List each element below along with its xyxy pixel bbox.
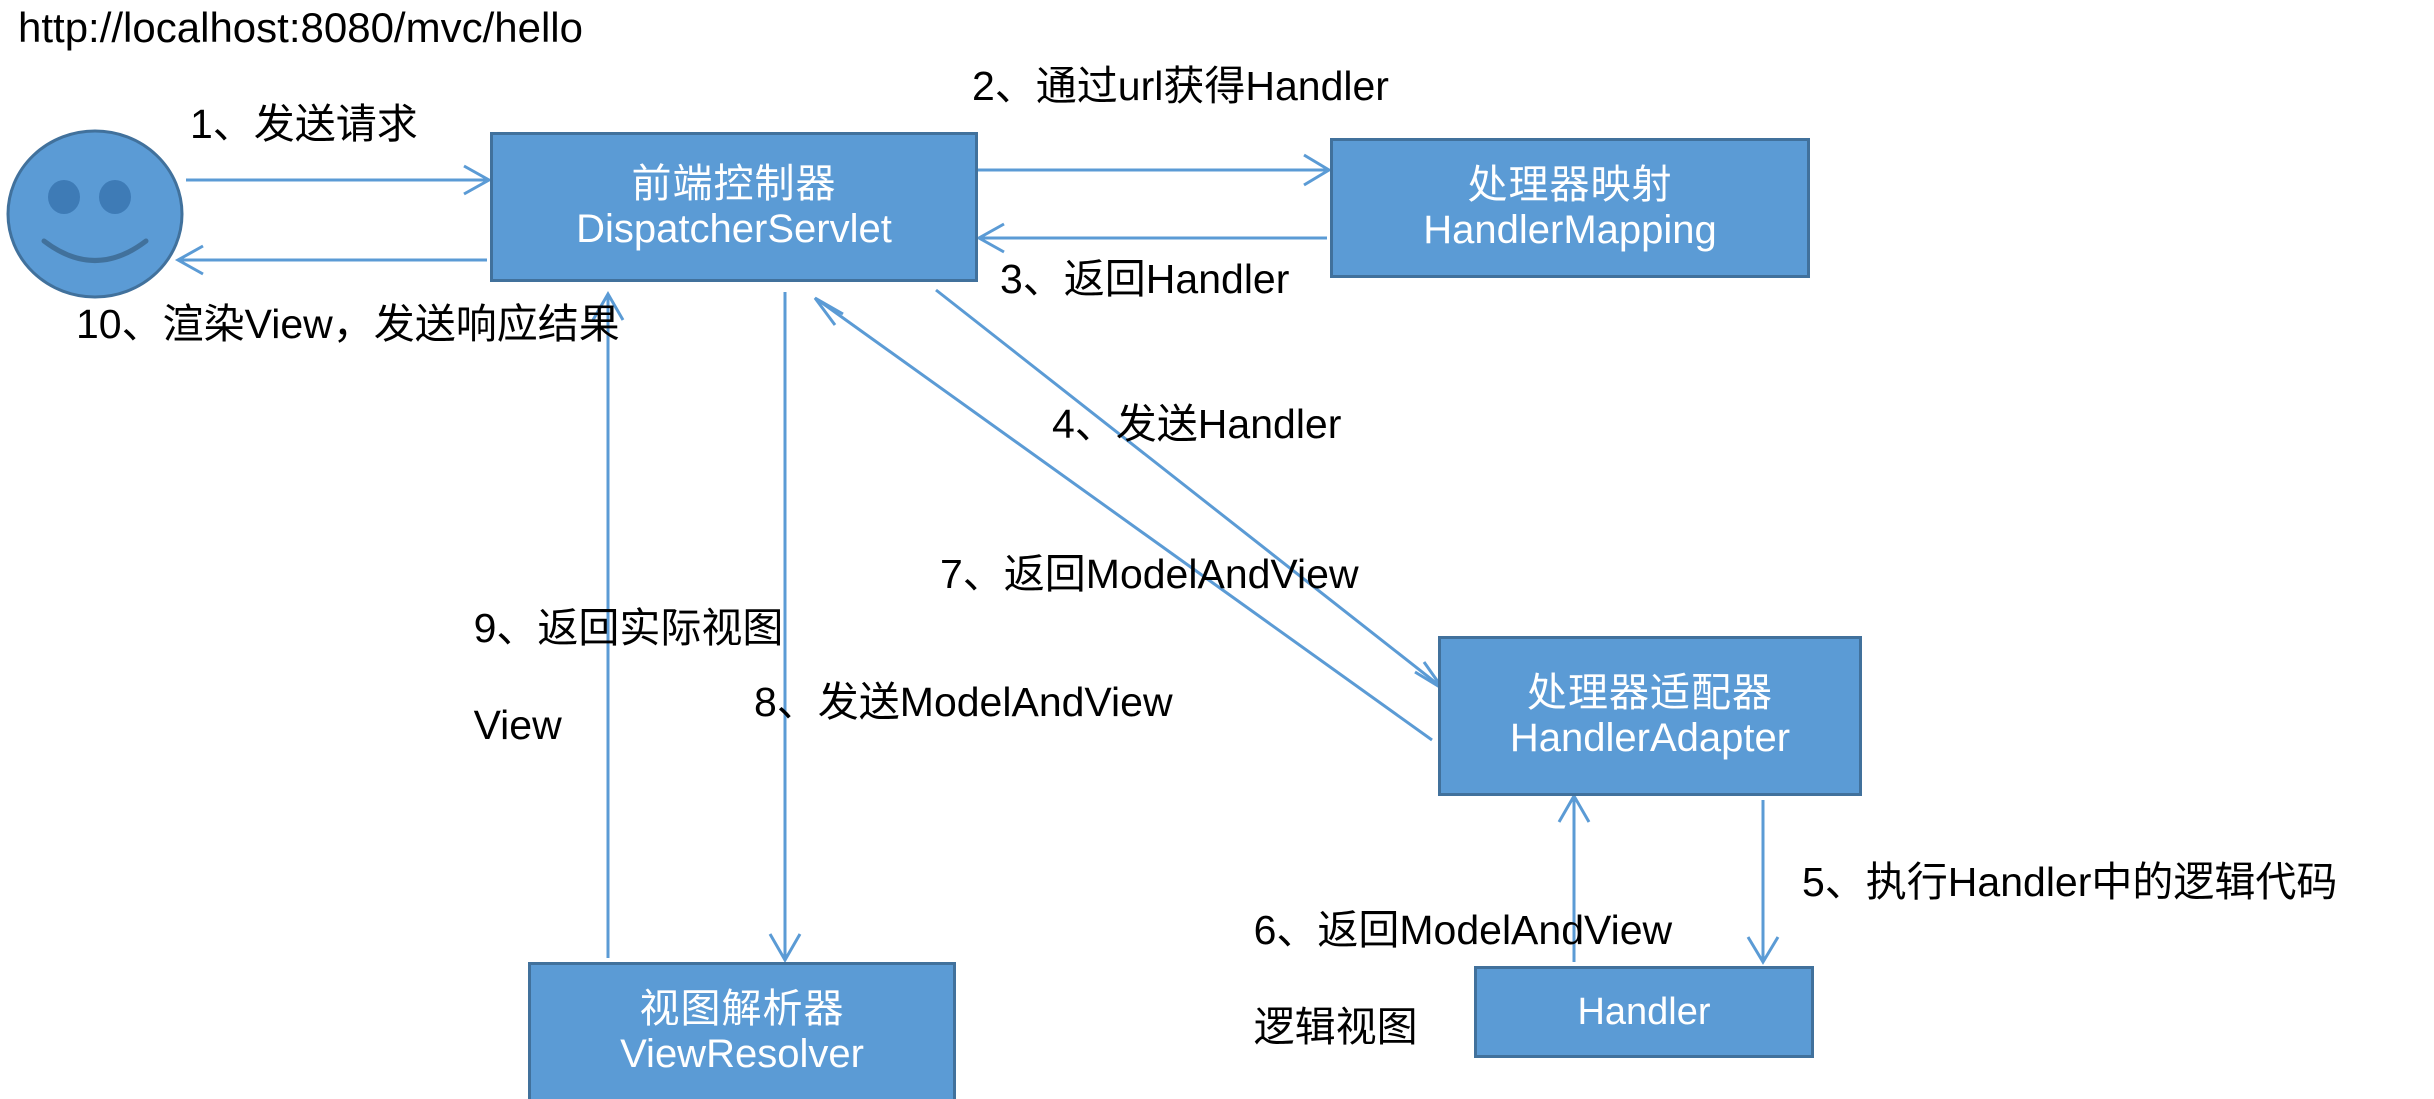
node-handler-adapter[interactable]: 处理器适配器 HandlerAdapter bbox=[1438, 636, 1862, 796]
node-view-resolver-cn: 视图解析器 bbox=[639, 987, 845, 1032]
arrow-5-execute-handler-logic bbox=[1746, 800, 1780, 965]
node-handler-adapter-cn: 处理器适配器 bbox=[1527, 671, 1773, 716]
step-10-label: 10、渲染View，发送响应结果 bbox=[76, 301, 620, 347]
step-9-line-1: 9、返回实际视图 bbox=[473, 605, 784, 652]
arrow-1-send-request bbox=[186, 164, 493, 196]
node-handler[interactable]: Handler bbox=[1474, 966, 1814, 1058]
step-2-label: 2、通过url获得Handler bbox=[972, 63, 1389, 109]
step-4-label: 4、发送Handler bbox=[1052, 401, 1342, 447]
user-actor bbox=[4, 128, 186, 305]
node-handler-label: Handler bbox=[1577, 990, 1711, 1033]
node-handler-mapping-cn: 处理器映射 bbox=[1467, 163, 1673, 208]
step-3-label: 3、返回Handler bbox=[1000, 256, 1290, 302]
step-6-line-2: 逻辑视图 bbox=[1253, 1004, 1418, 1051]
arrow-3-return-handler bbox=[975, 222, 1327, 254]
step-5-label: 5、执行Handler中的逻辑代码 bbox=[1802, 859, 2338, 905]
smiley-face-icon bbox=[6, 129, 184, 299]
node-view-resolver-en: ViewResolver bbox=[620, 1032, 864, 1076]
node-handler-adapter-en: HandlerAdapter bbox=[1509, 716, 1791, 760]
arrow-10-render-view-response bbox=[174, 244, 487, 276]
step-1-label: 1、发送请求 bbox=[190, 101, 418, 147]
node-dispatcher-servlet-cn: 前端控制器 bbox=[631, 162, 837, 207]
step-6-line-1: 6、返回ModelAndView bbox=[1253, 907, 1673, 954]
node-handler-mapping-en: HandlerMapping bbox=[1423, 208, 1717, 252]
node-dispatcher-servlet[interactable]: 前端控制器 DispatcherServlet bbox=[490, 132, 978, 282]
node-dispatcher-servlet-en: DispatcherServlet bbox=[576, 207, 892, 251]
arrow-2-get-handler-by-url bbox=[978, 153, 1332, 187]
step-8-label: 8、发送ModelAndView bbox=[754, 679, 1173, 725]
step-9-line-2: View bbox=[473, 702, 562, 749]
arrow-7-return-modelandview bbox=[813, 296, 1433, 742]
step-6-label: 6、返回ModelAndView 逻辑视图 bbox=[1208, 858, 1673, 1099]
step-9-label: 9、返回实际视图 View bbox=[428, 556, 784, 798]
arrow-4-send-handler bbox=[935, 288, 1445, 691]
node-handler-mapping[interactable]: 处理器映射 HandlerMapping bbox=[1330, 138, 1810, 278]
request-url-label: http://localhost:8080/mvc/hello bbox=[18, 4, 583, 51]
step-7-label: 7、返回ModelAndView bbox=[940, 551, 1359, 597]
node-view-resolver[interactable]: 视图解析器 ViewResolver bbox=[528, 962, 956, 1099]
